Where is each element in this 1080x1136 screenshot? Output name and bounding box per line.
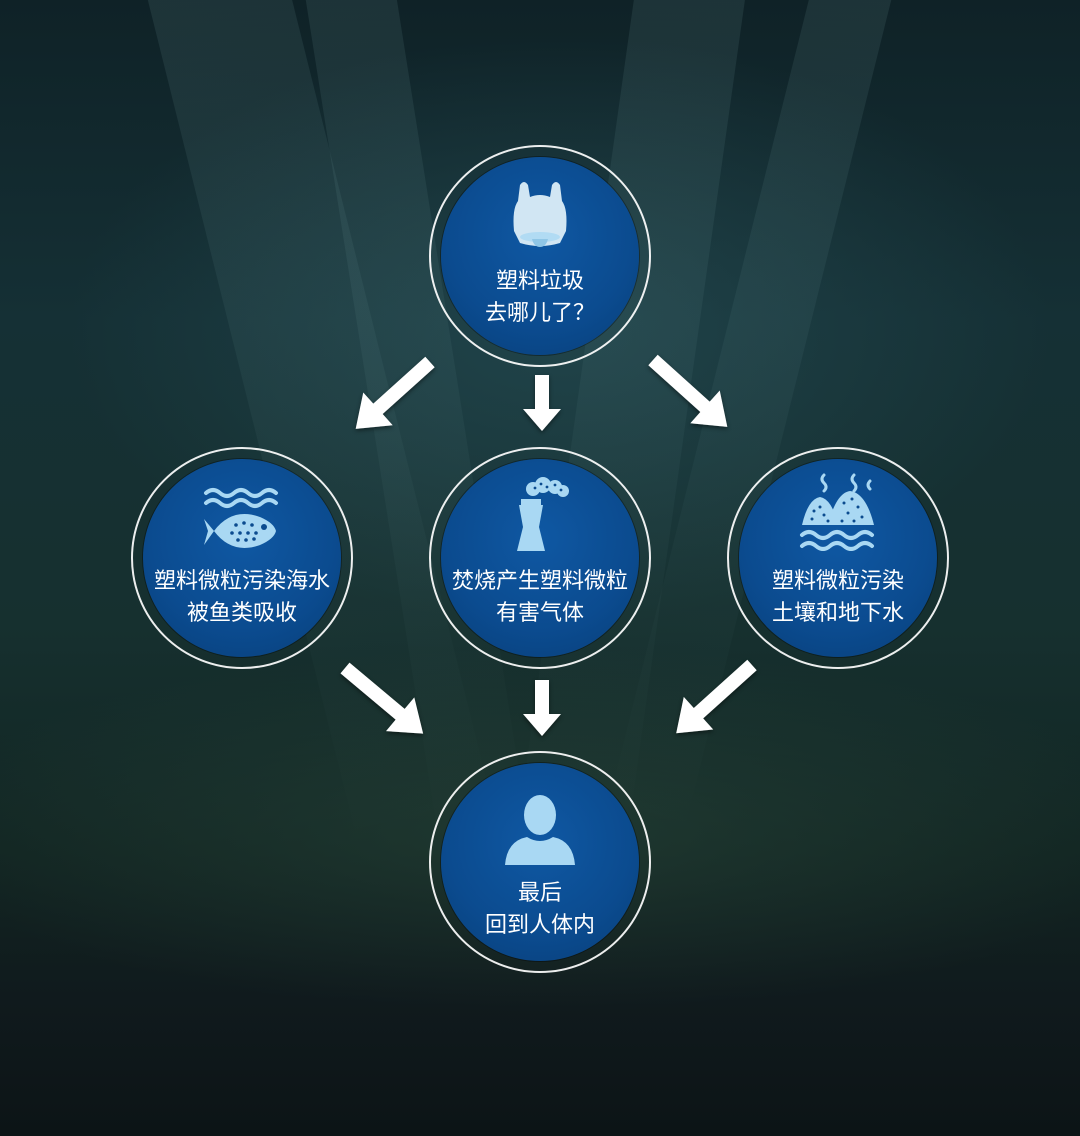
node-plastic-waste: 塑料垃圾 去哪儿了？ <box>429 145 651 367</box>
node-label-line1: 焚烧产生塑料微粒 <box>451 569 628 594</box>
node-incineration: 焚烧产生塑料微粒 有害气体 <box>429 447 651 669</box>
node-label-line1: 最后 <box>517 881 562 906</box>
node-human-body: 最后 回到人体内 <box>429 751 651 973</box>
node-label-line1: 塑料微粒污染 <box>771 569 904 594</box>
node-fill: 最后 回到人体内 <box>441 763 639 961</box>
arrow-top-to-center <box>523 375 561 431</box>
plastic-bag-icon <box>513 182 567 247</box>
node-fill: 焚烧产生塑料微粒 有害气体 <box>441 459 639 657</box>
node-label-line2: 被鱼类吸收 <box>186 601 297 626</box>
node-label-line2: 回到人体内 <box>484 913 595 938</box>
smokestack-icon <box>517 477 569 551</box>
node-label-line1: 塑料微粒污染海水 <box>153 569 330 594</box>
node-label-line1: 塑料垃圾 <box>495 269 584 294</box>
arrow-left-to-bottom <box>340 662 424 734</box>
arrow-top-to-right <box>648 354 728 427</box>
person-icon <box>505 795 575 865</box>
node-fill: 塑料垃圾 去哪儿了？ <box>441 157 639 355</box>
node-label-line2: 土壤和地下水 <box>771 601 904 626</box>
node-ocean: 塑料微粒污染海水 被鱼类吸收 <box>131 447 353 669</box>
node-label-line2: 有害气体 <box>495 601 584 626</box>
arrow-top-to-left <box>355 356 435 429</box>
fish-in-water-icon <box>204 488 278 548</box>
arrow-center-to-bottom <box>523 680 561 736</box>
soil-water-icon <box>800 473 874 551</box>
node-fill: 塑料微粒污染海水 被鱼类吸收 <box>143 459 341 657</box>
arrow-right-to-bottom <box>676 659 757 734</box>
node-soil: 塑料微粒污染 土壤和地下水 <box>727 447 949 669</box>
node-fill: 塑料微粒污染 土壤和地下水 <box>739 459 937 657</box>
node-label-line2: 去哪儿了？ <box>484 301 595 326</box>
